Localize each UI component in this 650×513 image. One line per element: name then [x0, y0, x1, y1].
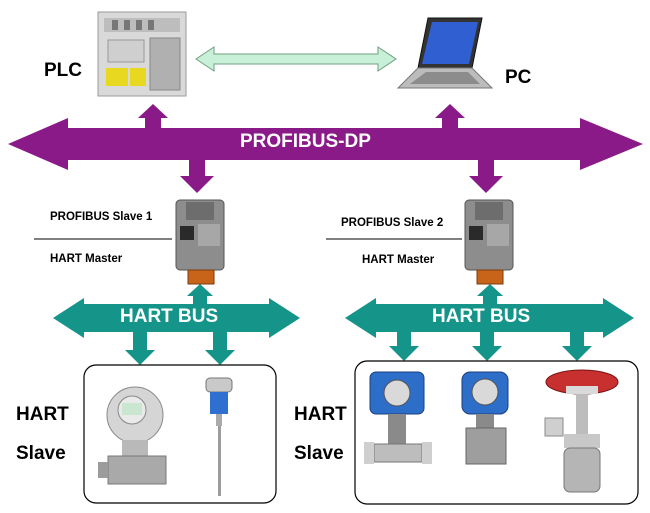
profibus-dp-bus — [8, 104, 643, 193]
pc-label: PC — [505, 67, 532, 88]
hart-bus-right-label: HART BUS — [432, 306, 531, 327]
temperature-sensor-icon — [205, 377, 233, 496]
hart-slave-right-line1: HART — [294, 404, 347, 425]
flow-meter-icon — [364, 371, 432, 464]
hart-slave-left-line1: HART — [16, 404, 69, 425]
gateway-right-slave-label: PROFIBUS Slave 2 — [341, 217, 444, 229]
hart-bus-left — [53, 284, 300, 365]
plc-label: PLC — [44, 60, 82, 81]
gateway-right-master-label: HART Master — [362, 254, 435, 266]
gateway-module-icon — [175, 199, 225, 285]
gateway-module-icon — [464, 199, 514, 285]
hart-bus-left-label: HART BUS — [120, 306, 219, 327]
plc-icon — [97, 11, 187, 97]
gateway-left-master-label: HART Master — [50, 253, 123, 265]
profibus-dp-label: PROFIBUS-DP — [240, 131, 371, 152]
control-valve-icon — [544, 369, 619, 493]
hart-slave-right-line2: Slave — [294, 443, 344, 464]
plc-pc-link-arrow — [195, 46, 397, 72]
hart-slave-left-line2: Slave — [16, 443, 66, 464]
pressure-transmitter-icon — [461, 371, 509, 465]
gateway-left-slave-label: PROFIBUS Slave 1 — [50, 211, 153, 223]
hart-bus-right — [345, 284, 634, 361]
laptop-icon — [396, 17, 494, 89]
pressure-transmitter-icon — [98, 386, 167, 485]
